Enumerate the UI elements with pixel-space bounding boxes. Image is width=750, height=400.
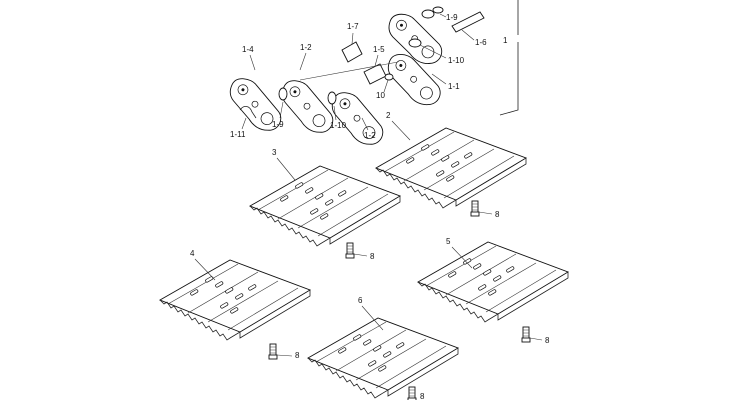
label-1-5: 1-5 xyxy=(373,45,385,54)
label-bolt-4: 8 xyxy=(295,351,300,360)
label-shoe-2: 2 xyxy=(386,111,391,120)
seal-ring-top xyxy=(421,9,435,19)
label-bolt-6: 8 xyxy=(420,392,425,400)
spacer-10 xyxy=(384,73,394,81)
label-shoe-6: 6 xyxy=(358,296,363,305)
label-1-11: 1-11 xyxy=(230,130,246,139)
label-1-10-mid: 1-10 xyxy=(330,121,347,130)
label-1: 1 xyxy=(503,36,508,45)
label-shoe-5: 5 xyxy=(446,237,451,246)
label-1-2-mid: 1-2 xyxy=(364,131,376,140)
seal-1-10-right xyxy=(408,38,422,48)
label-bolt-3: 8 xyxy=(370,252,375,261)
seal-1-9-left xyxy=(278,87,288,101)
track-shoe-3 xyxy=(249,165,401,247)
label-10: 10 xyxy=(376,91,385,100)
seal-1-10-mid xyxy=(327,91,337,105)
track-shoe-5 xyxy=(417,241,569,323)
pin-1-7 xyxy=(341,41,363,63)
pin-1-6 xyxy=(451,11,485,33)
bolt-shoe-2 xyxy=(470,200,480,217)
clip-1-11 xyxy=(239,106,257,119)
label-shoe-4: 4 xyxy=(190,249,195,258)
assembly-bracket-line xyxy=(499,0,519,116)
bolt-shoe-3 xyxy=(345,242,355,259)
bolt-shoe-5 xyxy=(521,326,531,343)
seal-ring-top-2 xyxy=(432,6,444,14)
label-bolt-2: 8 xyxy=(495,210,500,219)
label-shoe-3: 3 xyxy=(272,148,277,157)
label-1-1: 1-1 xyxy=(448,82,460,91)
label-1-10-right: 1-10 xyxy=(448,56,465,65)
label-1-6: 1-6 xyxy=(475,38,487,47)
bolt-shoe-4 xyxy=(268,343,278,360)
bolt-shoe-6 xyxy=(407,386,417,400)
label-bolt-5: 8 xyxy=(545,336,550,345)
label-1-9-left: 1-9 xyxy=(272,120,284,129)
label-1-7: 1-7 xyxy=(347,22,359,31)
label-1-9-top: 1-9 xyxy=(446,13,458,22)
label-1-2-left: 1-2 xyxy=(300,43,312,52)
label-1-4: 1-4 xyxy=(242,45,254,54)
bushing-1-5 xyxy=(363,63,387,85)
track-shoe-4 xyxy=(159,259,311,341)
